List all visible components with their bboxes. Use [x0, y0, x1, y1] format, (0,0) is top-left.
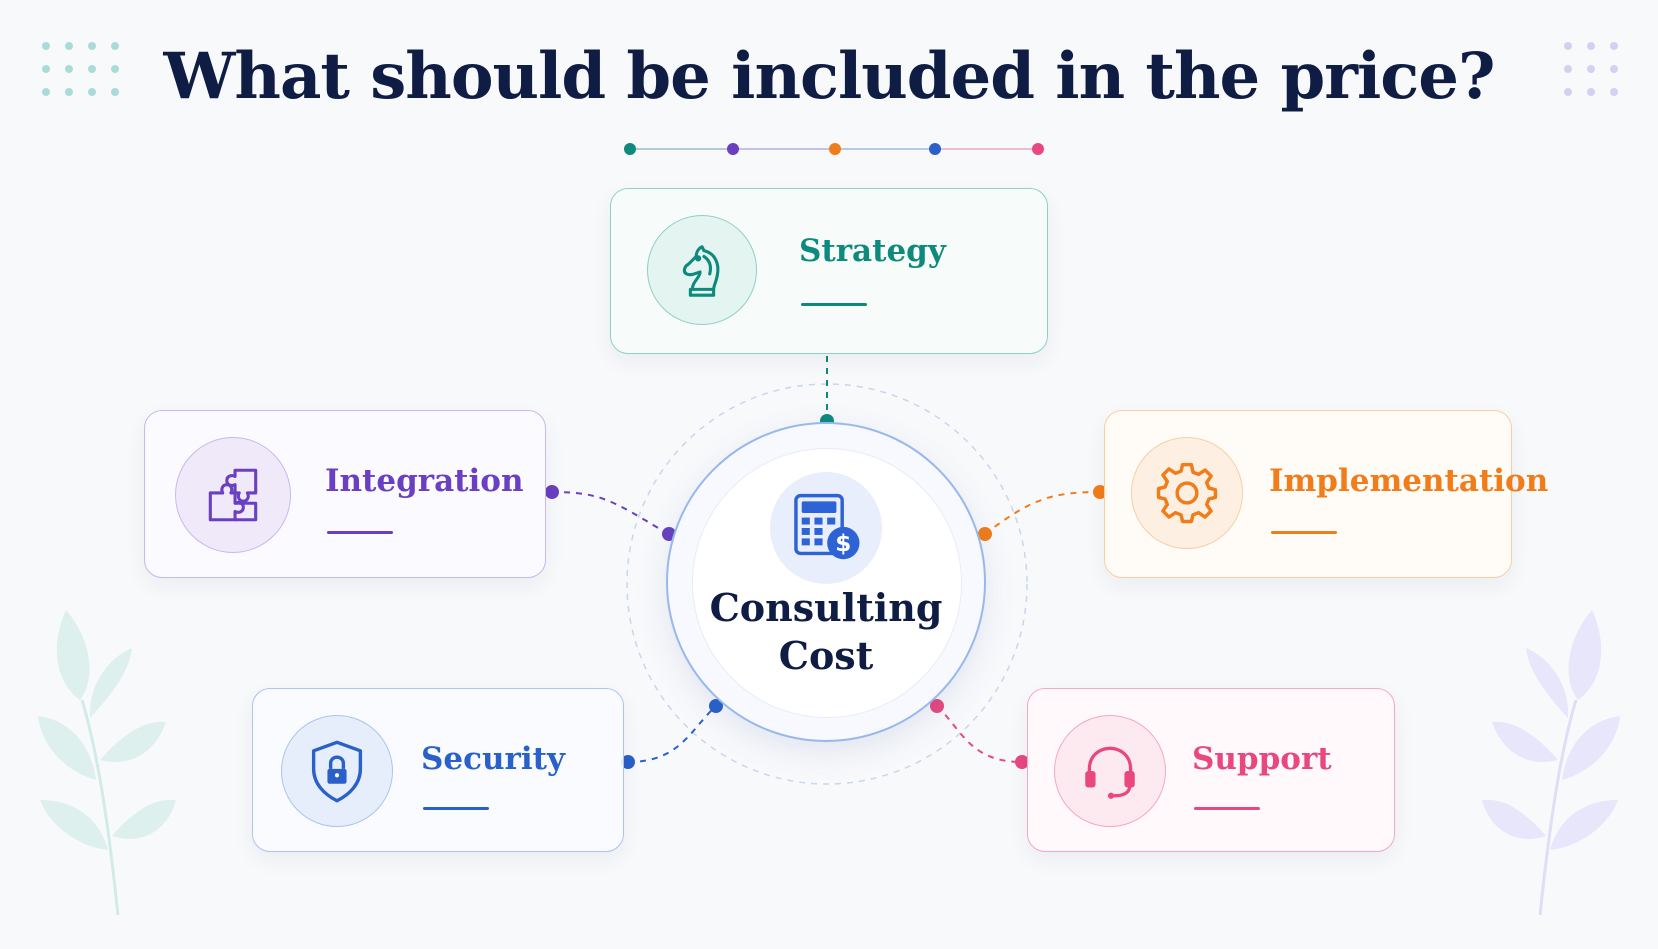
shield-lock-icon: [311, 740, 363, 803]
connector-support-dot-b: [1015, 755, 1029, 769]
card-strategy: Strategy: [610, 188, 1048, 354]
implementation-icon-badge: [1131, 437, 1243, 549]
connector-security-dot-b: [709, 699, 723, 713]
chess-knight-icon: [682, 245, 720, 297]
card-support: Support: [1027, 688, 1395, 852]
hub-title-line-1: Consulting: [709, 585, 943, 630]
gear-icon: [1156, 462, 1218, 524]
orbit-ring: [626, 383, 1028, 785]
connector-integration-dot-a: [545, 485, 559, 499]
dot-grid-right: [1564, 42, 1618, 96]
connector-implementation-dot-a: [978, 527, 992, 541]
implementation-label: Implementation: [1269, 463, 1549, 499]
connector-security: [627, 705, 717, 763]
hub-icon-badge: $: [770, 472, 882, 584]
strategy-underline: [801, 303, 867, 306]
title-divider: [624, 143, 1044, 155]
security-underline: [423, 807, 489, 810]
page-title: What should be included in the price?: [163, 39, 1496, 114]
headset-icon: [1085, 746, 1135, 799]
support-label: Support: [1192, 741, 1332, 777]
strategy-icon-badge: [647, 215, 757, 325]
card-integration: Integration: [144, 410, 546, 578]
connector-support: [936, 705, 1023, 763]
security-icon-badge: [281, 715, 393, 827]
connector-support-dot-a: [930, 699, 944, 713]
puzzle-icon: [208, 468, 258, 522]
strategy-label: Strategy: [799, 233, 946, 269]
svg-text:$: $: [835, 531, 851, 557]
connector-implementation-dot-b: [1093, 485, 1107, 499]
connector-implementation: [984, 491, 1101, 535]
security-label: Security: [421, 741, 565, 777]
hub-title-line-2: Cost: [778, 633, 874, 678]
implementation-underline: [1271, 531, 1337, 534]
connector-security-dot-a: [621, 755, 635, 769]
connector-integration: [551, 491, 669, 535]
support-underline: [1194, 807, 1260, 810]
integration-label: Integration: [325, 463, 524, 499]
integration-underline: [327, 531, 393, 534]
leaf-decoration-right: [1482, 610, 1620, 916]
card-implementation: Implementation: [1104, 410, 1548, 578]
leaf-decoration-left: [38, 610, 176, 916]
card-security: Security: [252, 688, 624, 852]
support-icon-badge: [1054, 715, 1166, 827]
integration-icon-badge: [175, 437, 291, 553]
calculator-dollar-icon: $: [794, 493, 860, 560]
dot-grid-left: [42, 42, 119, 96]
consulting-cost-hub: $ Consulting Cost: [666, 422, 986, 742]
